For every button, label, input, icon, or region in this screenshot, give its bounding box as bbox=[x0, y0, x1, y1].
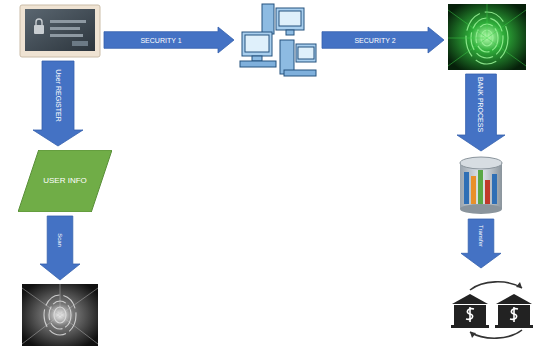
fingerprint-node bbox=[22, 284, 98, 346]
arrow-label: Scan bbox=[57, 233, 63, 247]
monitor-node bbox=[20, 5, 100, 57]
arrow-label: User REGISTER bbox=[54, 69, 61, 122]
fingerprint-image bbox=[22, 284, 98, 346]
bank-exchange-icon bbox=[451, 282, 533, 338]
database-icon bbox=[460, 157, 502, 214]
arrow-label: Transfer bbox=[478, 225, 484, 247]
node-label: USER INFO bbox=[43, 176, 87, 185]
network-computers-icon bbox=[240, 4, 316, 76]
fingerprint-node bbox=[448, 4, 526, 70]
block-arrow bbox=[461, 219, 501, 268]
block-arrow bbox=[33, 61, 83, 146]
block-arrow bbox=[40, 216, 80, 280]
block-arrow bbox=[457, 74, 505, 151]
data-parallelogram: USER INFO bbox=[18, 150, 112, 212]
monitor-icon bbox=[20, 5, 100, 57]
green-fingerprint-image bbox=[448, 4, 526, 70]
block-arrow bbox=[322, 27, 444, 53]
network-node bbox=[238, 2, 318, 80]
block-arrow bbox=[104, 27, 234, 53]
bank-node bbox=[445, 272, 545, 346]
database-node bbox=[455, 155, 507, 215]
arrow-label: SECURITY 2 bbox=[354, 37, 395, 44]
arrow-label: SECURITY 1 bbox=[140, 37, 181, 44]
parallelogram-fill bbox=[18, 150, 112, 212]
arrow-label: BANK PROCESS bbox=[478, 77, 485, 132]
